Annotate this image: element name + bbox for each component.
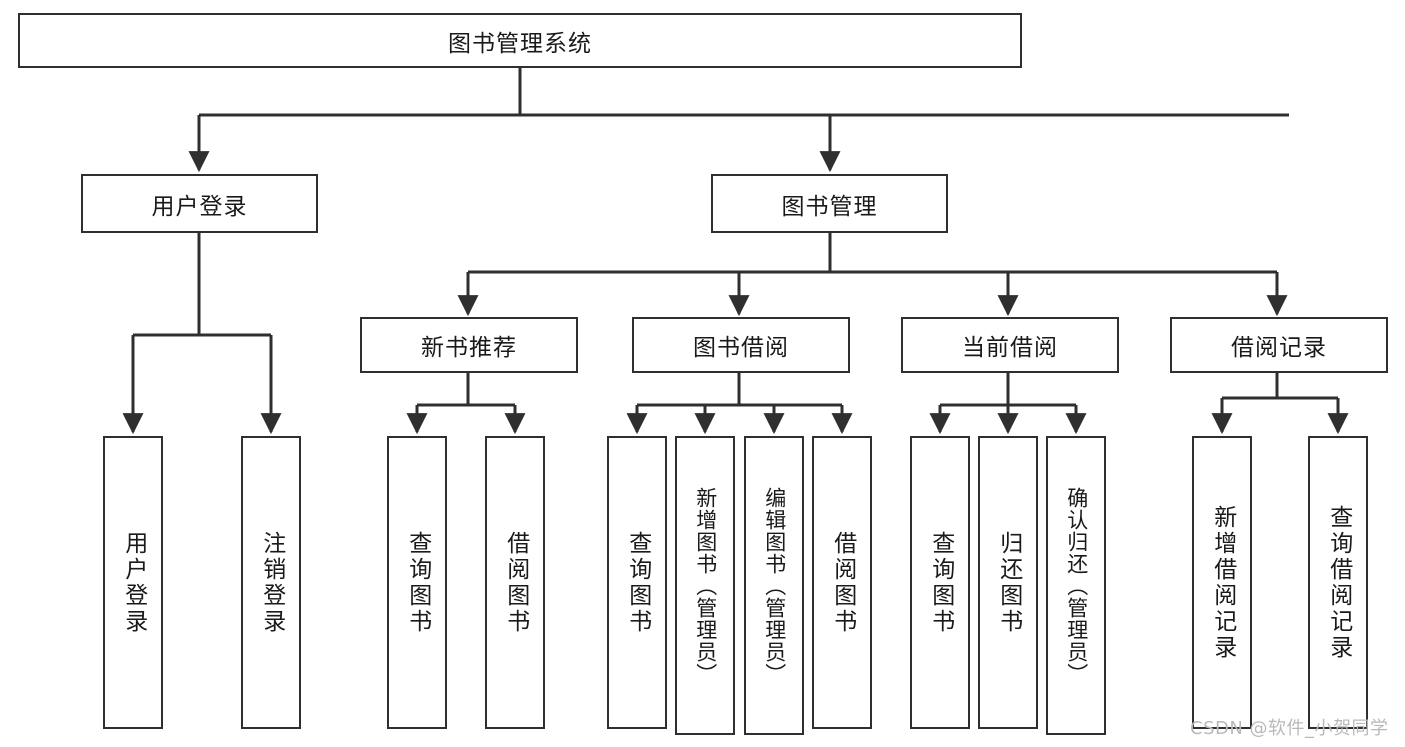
node-new-book-recommend-label: 新书推荐: [421, 335, 517, 361]
watermark: CSDN @软件_小贺同学: [1190, 718, 1389, 739]
leaf-user-login-1[interactable]: 用户登录: [103, 436, 163, 729]
leaf-book-borrow-3[interactable]: 编辑图书（管理员）: [744, 436, 804, 735]
leaf-book-borrow-4[interactable]: 借阅图书: [812, 436, 872, 729]
node-book-borrow-label: 图书借阅: [693, 335, 789, 361]
leaf-current-borrow-3[interactable]: 确认归还（管理员）: [1046, 436, 1106, 735]
leaf-current-borrow-1[interactable]: 查询图书: [910, 436, 970, 729]
node-user-login-label: 用户登录: [151, 193, 248, 220]
node-root-label: 图书管理系统: [448, 30, 592, 57]
node-borrow-record[interactable]: 借阅记录: [1170, 317, 1388, 373]
leaf-borrow-record-1[interactable]: 新增借阅记录: [1192, 436, 1252, 729]
leaf-current-borrow-2[interactable]: 归还图书: [978, 436, 1038, 729]
node-current-borrow[interactable]: 当前借阅: [901, 317, 1119, 373]
leaf-borrow-record-1-label: 新增借阅记录: [1209, 504, 1236, 661]
leaf-book-borrow-4-label: 借阅图书: [829, 530, 856, 635]
leaf-new-book-1-label: 查询图书: [404, 530, 431, 635]
leaf-current-borrow-2-label: 归还图书: [995, 530, 1022, 635]
leaf-book-borrow-1-label: 查询图书: [624, 530, 651, 635]
leaf-borrow-record-2-label: 查询借阅记录: [1325, 504, 1352, 661]
node-current-borrow-label: 当前借阅: [962, 335, 1058, 361]
node-root[interactable]: 图书管理系统: [18, 13, 1022, 68]
leaf-user-login-2-label: 注销登录: [258, 530, 285, 635]
leaf-book-borrow-2[interactable]: 新增图书（管理员）: [675, 436, 735, 735]
node-new-book-recommend[interactable]: 新书推荐: [360, 317, 578, 373]
leaf-new-book-1[interactable]: 查询图书: [387, 436, 447, 729]
leaf-user-login-1-label: 用户登录: [120, 530, 147, 635]
node-book-manage[interactable]: 图书管理: [711, 174, 948, 233]
node-book-manage-label: 图书管理: [781, 193, 878, 220]
leaf-new-book-2-label: 借阅图书: [502, 530, 529, 635]
leaf-current-borrow-1-label: 查询图书: [927, 530, 954, 635]
node-borrow-record-label: 借阅记录: [1231, 335, 1327, 361]
leaf-borrow-record-2[interactable]: 查询借阅记录: [1308, 436, 1368, 729]
leaf-new-book-2[interactable]: 借阅图书: [485, 436, 545, 729]
leaf-user-login-2[interactable]: 注销登录: [241, 436, 301, 729]
node-book-borrow[interactable]: 图书借阅: [632, 317, 850, 373]
leaf-current-borrow-3-label: 确认归还（管理员）: [1064, 486, 1089, 685]
leaf-book-borrow-3-label: 编辑图书（管理员）: [762, 486, 787, 685]
leaf-book-borrow-1[interactable]: 查询图书: [607, 436, 667, 729]
node-user-login[interactable]: 用户登录: [81, 174, 318, 233]
leaf-book-borrow-2-label: 新增图书（管理员）: [693, 486, 718, 685]
